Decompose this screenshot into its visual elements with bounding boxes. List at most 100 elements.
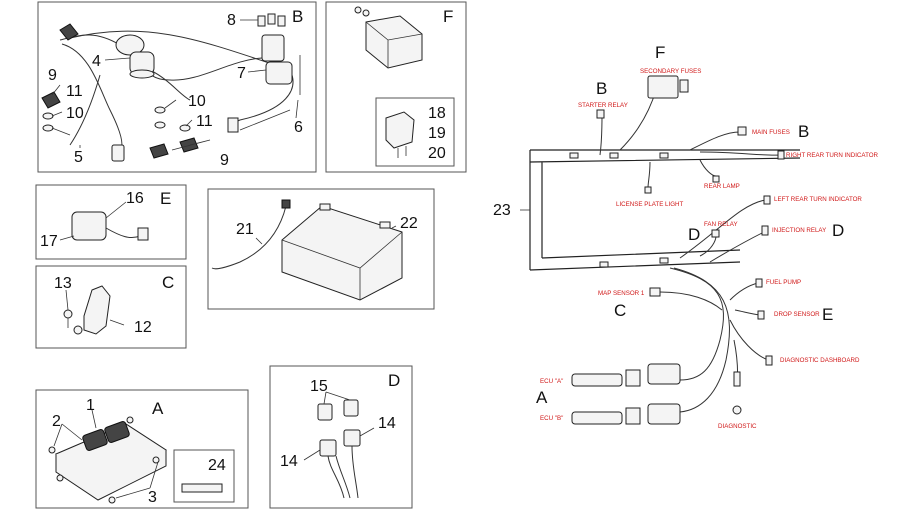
panel-d: D 15 14 14	[269, 365, 413, 509]
nut-right-2	[179, 124, 191, 132]
nut-left	[42, 112, 54, 120]
label-diagnostic-dashboard: DIAGNOSTIC DASHBOARD	[780, 357, 860, 364]
label-diagnostic: DIAGNOSTIC	[718, 423, 757, 430]
ecu-screw-2	[126, 416, 134, 424]
label-24: 24	[208, 457, 226, 474]
wire-main-fuses	[689, 131, 741, 151]
screw-head	[63, 309, 73, 319]
fuse-strip-frame	[173, 449, 235, 503]
letter-e: E	[822, 305, 833, 324]
panel-f-letter: F	[443, 7, 453, 26]
label-ecu-b: ECU "B"	[540, 415, 563, 422]
frame-slot-1	[569, 152, 579, 159]
label-8: 8	[227, 12, 236, 29]
battery-cable	[211, 205, 287, 270]
label-18: 18	[428, 105, 446, 122]
starter-relay-conn	[596, 109, 605, 119]
drop-sensor	[71, 211, 107, 241]
solenoid-base	[129, 69, 155, 79]
label-17: 17	[40, 233, 58, 250]
panel-e-leaders	[59, 201, 127, 241]
label-license-plate: LICENSE PLATE LIGHT	[616, 201, 683, 208]
blade-fuse	[385, 111, 415, 149]
drop-sensor-plug	[137, 227, 149, 241]
panel-battery: 21 22	[207, 188, 435, 310]
label-7: 7	[237, 65, 246, 82]
wire-left-turn	[679, 199, 766, 259]
label-14-left: 14	[280, 453, 298, 470]
license-conn	[644, 186, 652, 194]
diagnostic-conn	[732, 405, 742, 415]
cable-e	[149, 69, 191, 101]
cable-b	[61, 43, 123, 151]
label-16: 16	[126, 190, 144, 207]
fuse-clip-2	[267, 13, 276, 25]
drop-sensor-conn	[757, 310, 765, 320]
label-9-right: 9	[220, 152, 229, 169]
nut-right-1	[154, 106, 166, 114]
panel-e: E 16 17	[35, 184, 187, 260]
letter-b-starter: B	[596, 79, 607, 98]
cable-c	[69, 30, 291, 71]
harness-plug	[111, 144, 125, 162]
fuel-pump-conn	[755, 278, 763, 288]
cable-d	[69, 74, 101, 146]
panel-e-letter: E	[160, 189, 171, 208]
washer-left	[42, 124, 54, 132]
label-10-right: 10	[188, 93, 206, 110]
letter-f: F	[655, 43, 665, 62]
main-harness: 23	[493, 43, 879, 430]
label-4: 4	[92, 53, 101, 70]
main-fuses-conn	[737, 126, 747, 136]
cable-terminal	[281, 199, 291, 209]
fuse-holder-small	[227, 117, 239, 133]
letter-d-fan: D	[688, 225, 700, 244]
starter-relay-part	[261, 34, 285, 62]
washer-right-1	[154, 121, 166, 129]
wire-fuel-pump	[729, 282, 759, 301]
wire-rear-lamp	[699, 159, 717, 177]
ecu-screw-1	[48, 446, 56, 454]
fuse-clip-1	[257, 15, 266, 27]
panel-a: A 1 2 3 24	[35, 389, 249, 509]
label-15: 15	[310, 378, 328, 395]
wire-right-turn	[699, 151, 781, 156]
wire-map-sensor	[659, 291, 723, 311]
frame-slot-5	[659, 257, 669, 264]
letter-c: C	[614, 301, 626, 320]
terminal-lug	[59, 23, 79, 41]
label-left-rear-turn: LEFT REAR TURN INDICATOR	[774, 196, 862, 203]
label-fuel-pump: FUEL PUMP	[766, 279, 801, 286]
label-22: 22	[400, 215, 418, 232]
ecu-connector-2	[104, 421, 130, 443]
panel-d-letter: D	[388, 371, 400, 390]
terminal-cap-right-1	[149, 143, 169, 159]
wire-injection	[709, 231, 765, 263]
frame-slot-2	[609, 152, 619, 159]
battery-terminal-2	[379, 221, 391, 229]
wire-drop-sensor	[734, 309, 761, 316]
letter-a: A	[536, 388, 548, 407]
label-21: 21	[236, 221, 254, 238]
panel-battery-leaders	[255, 225, 397, 245]
panel-c-frame	[35, 265, 187, 349]
harness-lines	[239, 55, 301, 131]
panel-f: F 18 19 20	[325, 1, 467, 173]
diagnostic-plug	[733, 371, 741, 387]
label-12: 12	[134, 319, 152, 336]
panel-a-letter: A	[152, 399, 164, 418]
solenoid-cap	[115, 34, 145, 56]
label-fan-relay: FAN RELAY	[704, 221, 738, 228]
fuse-clip-3	[277, 15, 286, 27]
relay-socket-2	[343, 399, 359, 417]
ecu-b-socket	[647, 403, 681, 425]
letter-b-main-fuses: B	[798, 122, 809, 141]
secondary-fuse-cap	[679, 79, 689, 93]
relay-wires	[327, 445, 359, 499]
label-drop-sensor: DROP SENSOR	[774, 311, 820, 318]
label-9-left: 9	[48, 67, 57, 84]
label-20: 20	[428, 145, 446, 162]
ecu-b-plug	[571, 411, 623, 425]
panel-b-frame	[37, 1, 317, 173]
